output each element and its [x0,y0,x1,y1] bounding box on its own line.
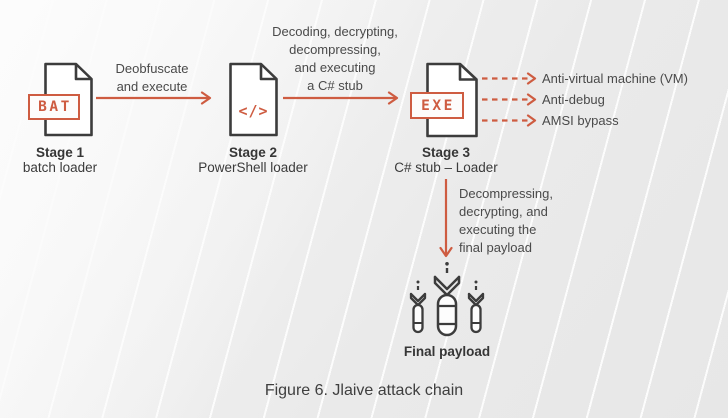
final-payload-title: Final payload [403,344,491,359]
flow-1-line-1: Deobfuscate [115,61,189,76]
stage-3-subtitle: C# stub – Loader [394,160,498,175]
arrow-stage3-to-payload [439,179,453,258]
flow-3-line-2: decrypting, and [459,204,548,219]
stage-2-subtitle: PowerShell loader [198,160,308,175]
stage-1-title: Stage 1 [35,145,85,160]
bombs-icon [409,262,485,337]
flow-label-stage2-stage3: Decoding, decrypting, decompressing, and… [260,23,410,95]
code-icon: </> [227,102,280,120]
code-glyph-text: </> [238,102,269,120]
dashed-arrow-amsi-bypass [482,114,537,127]
flow-2-line-2: decompressing, [289,42,381,57]
flow-3-line-1: Decompressing, [459,186,553,201]
evasion-anti-vm-label: Anti-virtual machine (VM) [542,71,688,86]
figure-caption: Figure 6. Jlaive attack chain [264,382,464,399]
exe-badge-text: EXE [421,97,455,114]
bat-badge-text: BAT [38,99,72,115]
dashed-arrow-anti-vm [482,72,537,85]
flow-label-stage1-stage2: Deobfuscate and execute [92,60,212,96]
flow-2-line-4: a C# stub [307,78,363,93]
arrow-stage2-to-stage3 [283,91,399,105]
stage-1-subtitle: batch loader [22,160,98,175]
flow-3-line-3: executing the [459,222,537,237]
flow-3-line-4: final payload [459,240,532,255]
flow-1-line-2: and execute [116,79,188,94]
flow-2-line-3: and executing [294,60,376,75]
flow-label-stage3-payload: Decompressing, decrypting, and executing… [459,185,589,257]
exe-badge: EXE [410,92,464,119]
stage-2-title: Stage 2 [228,145,278,160]
code-file-icon [229,62,278,137]
arrow-stage1-to-stage2 [96,91,212,105]
flow-2-line-1: Decoding, decrypting, [272,24,398,39]
evasion-anti-debug-label: Anti-debug [542,92,605,107]
bat-badge: BAT [28,94,80,120]
evasion-amsi-bypass-label: AMSI bypass [542,113,619,128]
dashed-arrow-anti-debug [482,93,537,106]
stage-3-title: Stage 3 [421,145,471,160]
